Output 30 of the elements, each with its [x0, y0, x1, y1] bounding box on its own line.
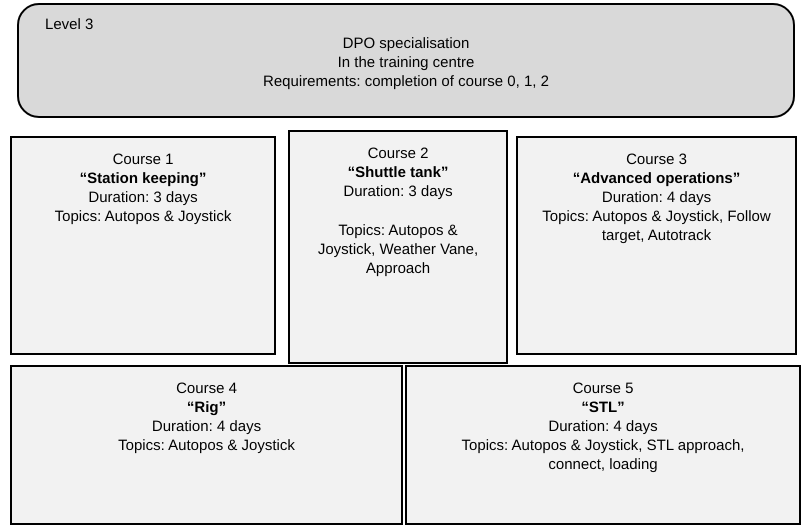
course-number: Course 5 — [572, 379, 634, 398]
course-box — [405, 365, 801, 525]
course-box — [288, 130, 508, 364]
duration-text: Duration: 3 days — [88, 188, 198, 207]
course-box — [10, 365, 403, 525]
course-box — [10, 136, 276, 355]
title-text: DPO specialisation — [342, 34, 470, 53]
course-title: “STL” — [581, 398, 625, 417]
topics-text: Topics: Autopos & Joystick, Weather Vane, Approach — [316, 221, 480, 278]
duration-text: Duration: 4 days — [602, 188, 712, 207]
course-number: Course 4 — [176, 379, 237, 398]
course-title: “Station keeping” — [80, 169, 206, 188]
course-title: “Shuttle tank” — [348, 163, 448, 182]
course-title: “Advanced operations” — [572, 169, 740, 188]
course-title: “Rig” — [186, 398, 226, 417]
topics-text: Topics: Autopos & Joystick, STL approach, connect, loading — [460, 436, 746, 474]
course-number: Course 2 — [368, 144, 428, 163]
duration-text: Duration: 4 days — [152, 417, 262, 436]
topics-text: Topics: Autopos & Joystick — [118, 436, 295, 455]
course-number: Course 3 — [626, 150, 687, 169]
level-panel — [17, 3, 795, 118]
requirements-text: Requirements: completion of course 0, 1, 2 — [263, 72, 549, 91]
topics-text: Topics: Autopos & Joystick, Follow target, Autotrack — [541, 207, 772, 245]
level-heading: Level 3 — [45, 15, 94, 34]
course-number: Course 1 — [112, 150, 174, 169]
duration-text: Duration: 4 days — [548, 417, 658, 436]
topics-text: Topics: Autopos & Joystick — [54, 207, 232, 226]
duration-text: Duration: 3 days — [343, 182, 453, 201]
subtitle-text: In the training centre — [338, 53, 474, 72]
course-box — [516, 136, 797, 355]
